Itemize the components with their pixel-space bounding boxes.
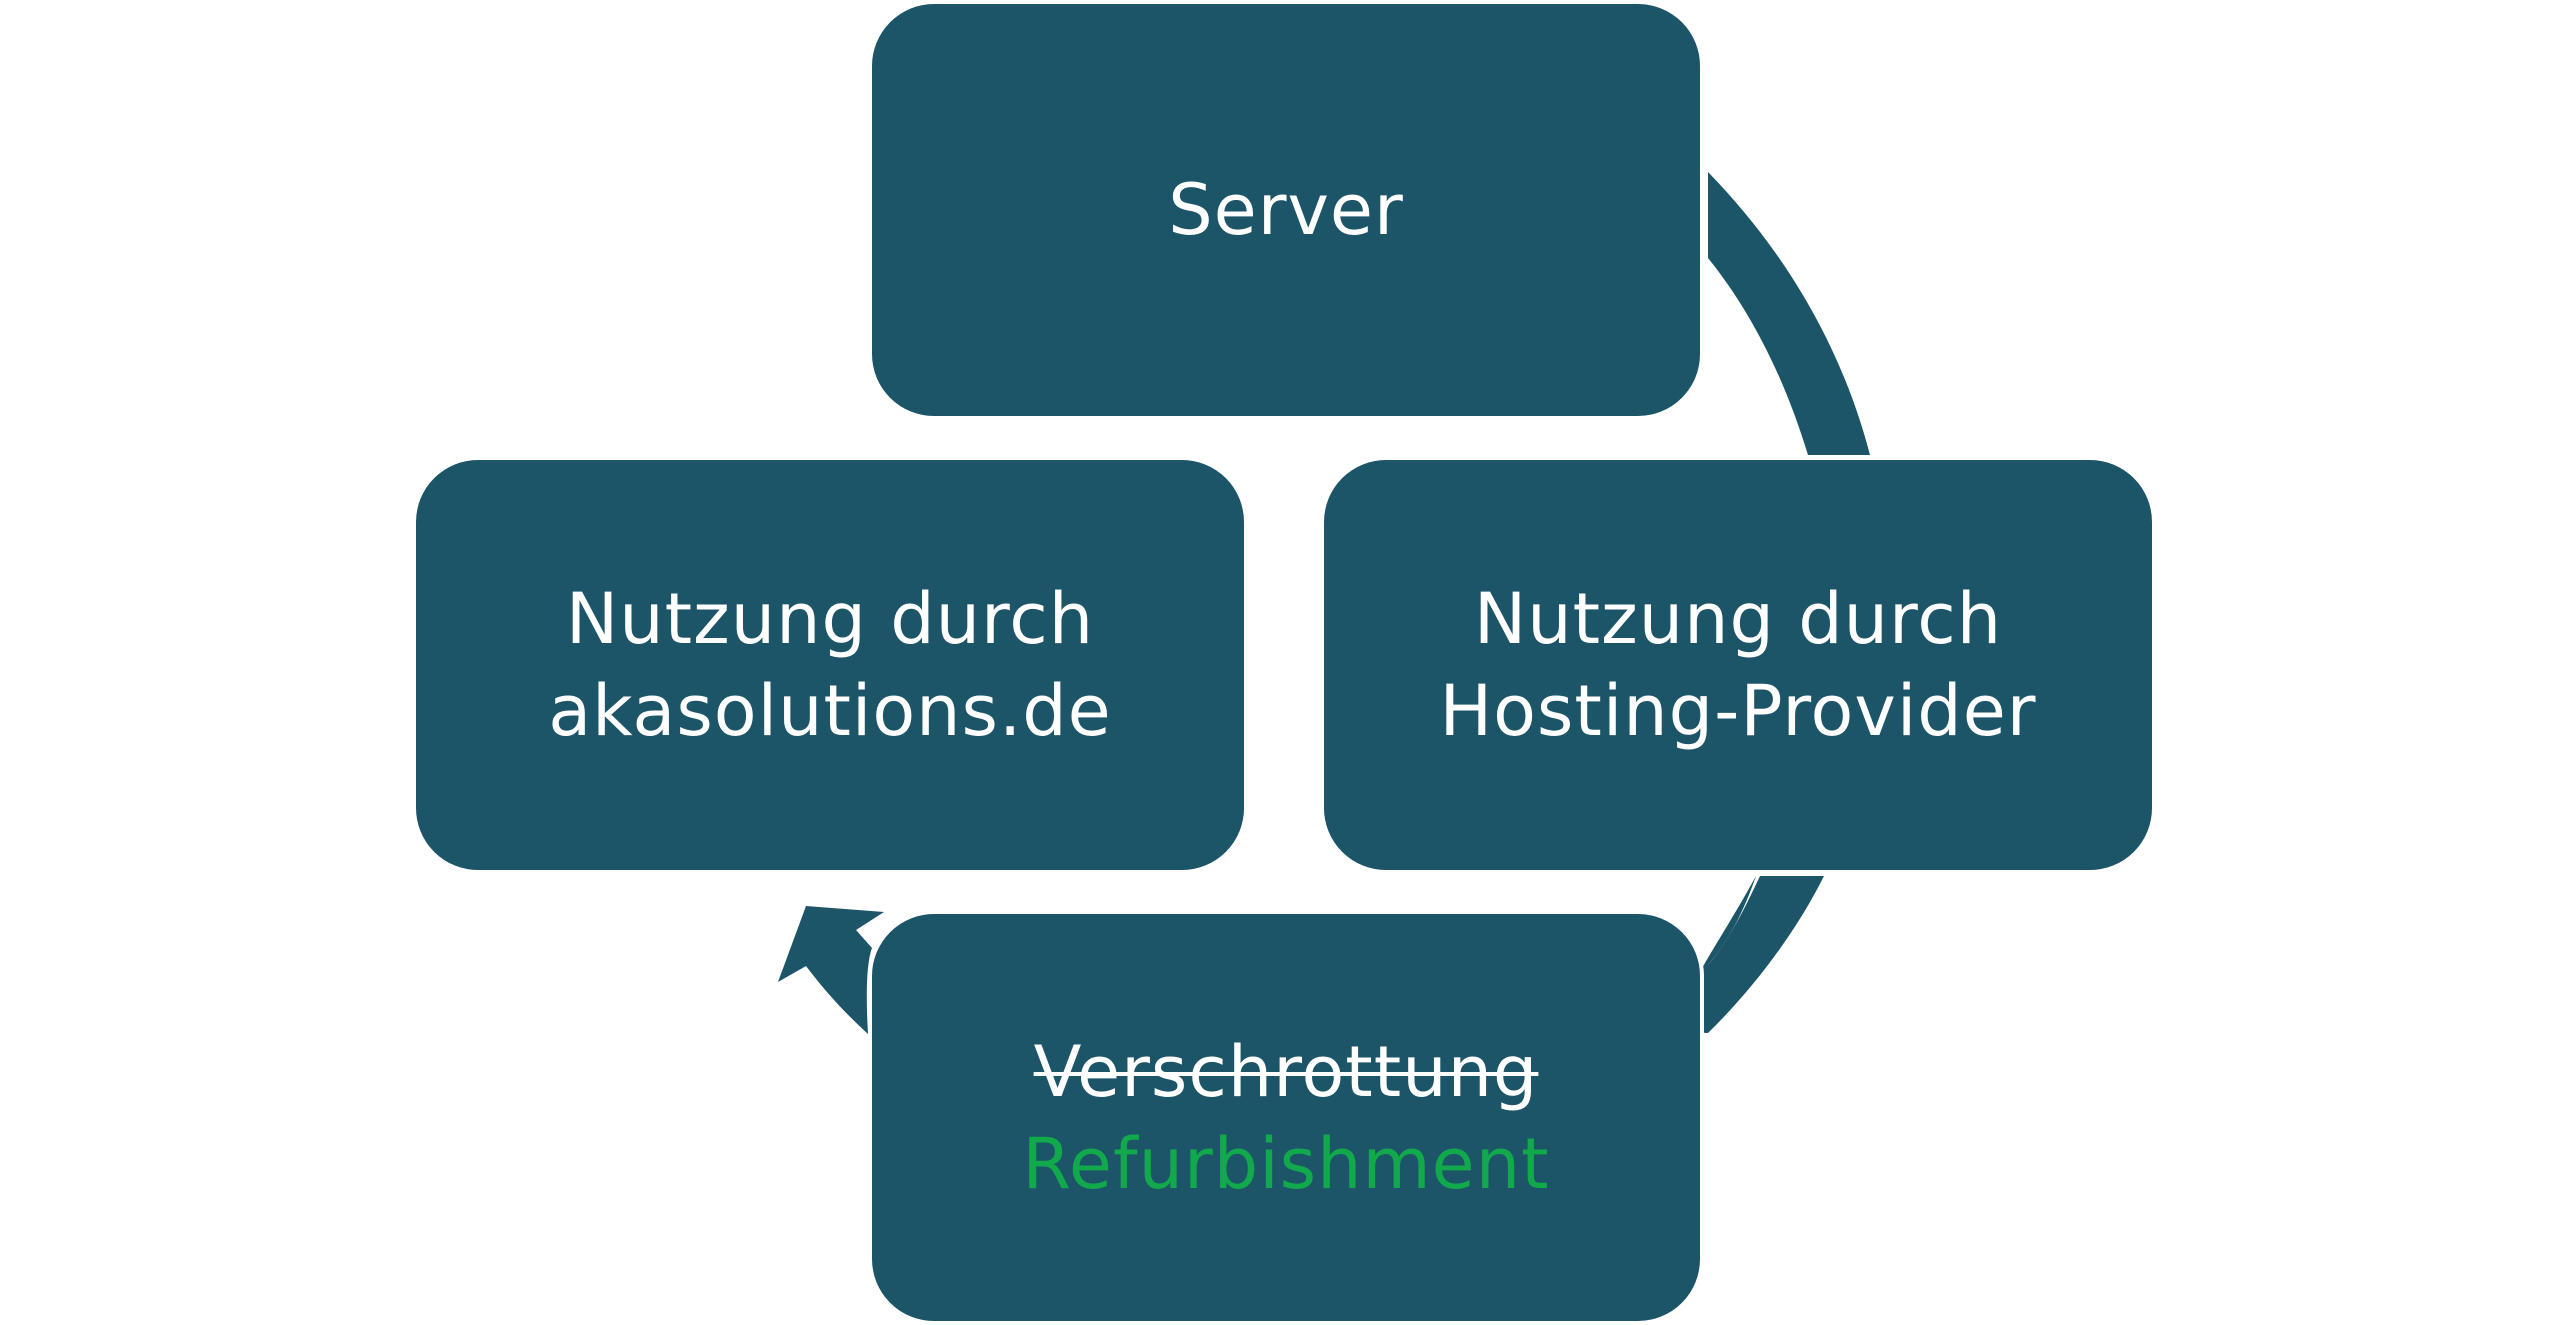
replacement-label: Refurbishment <box>1022 1122 1550 1205</box>
arrow-hosting-to-refurb-band <box>1708 876 1824 1033</box>
hosting-label-line-1: Nutzung durch <box>1473 578 2003 660</box>
server-node: Server <box>868 0 1704 420</box>
aka-label-line-2: akasolutions.de <box>548 670 1112 752</box>
server-label: Server <box>1168 169 1404 251</box>
end-of-life-node: Verschrottung Refurbishment <box>868 910 1704 1325</box>
arrow-server-to-hosting <box>1708 172 1870 455</box>
arrow-refurb-to-aka <box>778 906 884 1034</box>
hosting-label-line-2: Hosting-Provider <box>1439 670 2037 752</box>
akasolutions-node: Nutzung durch akasolutions.de <box>412 456 1248 874</box>
aka-label-line-1: Nutzung durch <box>565 578 1095 660</box>
hosting-provider-node: Nutzung durch Hosting-Provider <box>1320 456 2156 874</box>
struck-label: Verschrottung <box>1033 1030 1539 1113</box>
